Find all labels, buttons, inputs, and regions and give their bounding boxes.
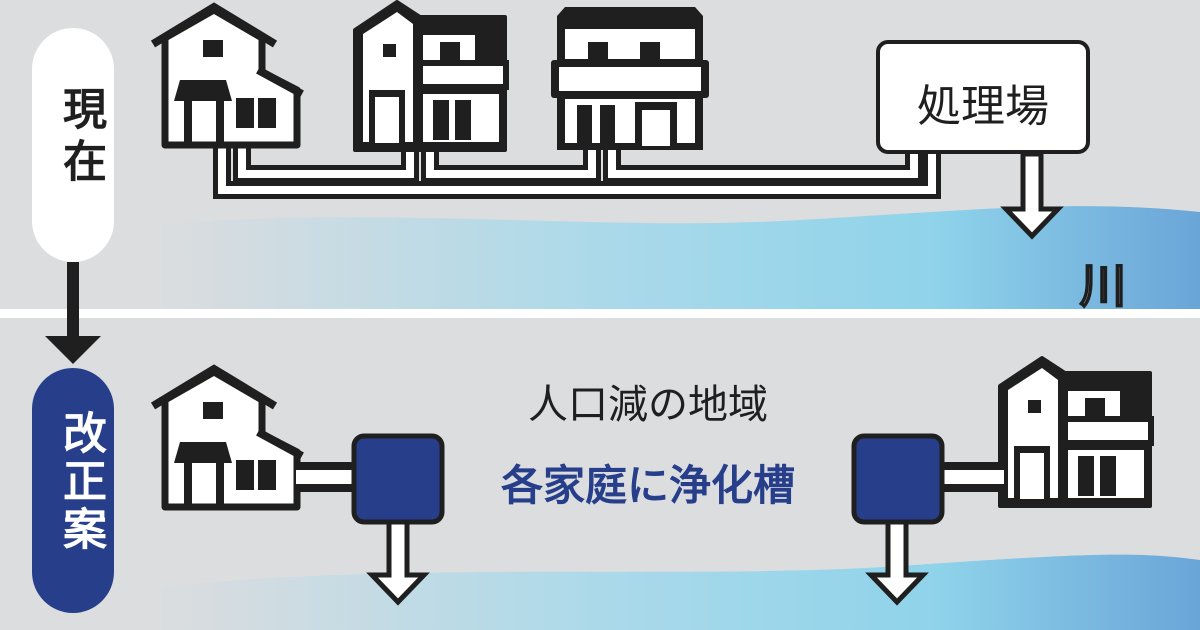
transition-arrow [45, 262, 101, 364]
proposal-caption: 人口減の地域 [528, 382, 768, 428]
house-icon [551, 7, 709, 150]
house-icon [353, 0, 511, 152]
septic-tank-icon [851, 433, 945, 525]
proposal-label: 改正案 [55, 410, 106, 554]
section-divider [0, 309, 1200, 318]
house-icon [998, 356, 1156, 508]
proposal-pill [32, 368, 114, 613]
proposal-headline: 各家庭に浄化槽 [500, 461, 795, 510]
current-label: 現在 [55, 86, 106, 190]
treatment-plant-label: 処理場 [917, 81, 1049, 132]
river-water-top [150, 206, 1200, 310]
sewer-pipes [213, 146, 941, 199]
treatment-plant-box [876, 40, 1090, 154]
current-pill [32, 28, 114, 262]
house-icon [153, 369, 302, 507]
river-water-bottom [150, 554, 1200, 630]
house-icon [153, 7, 302, 145]
septic-tank-icon [351, 433, 445, 525]
river-label: 川 [1079, 258, 1127, 314]
septic-pipes [296, 462, 1004, 492]
